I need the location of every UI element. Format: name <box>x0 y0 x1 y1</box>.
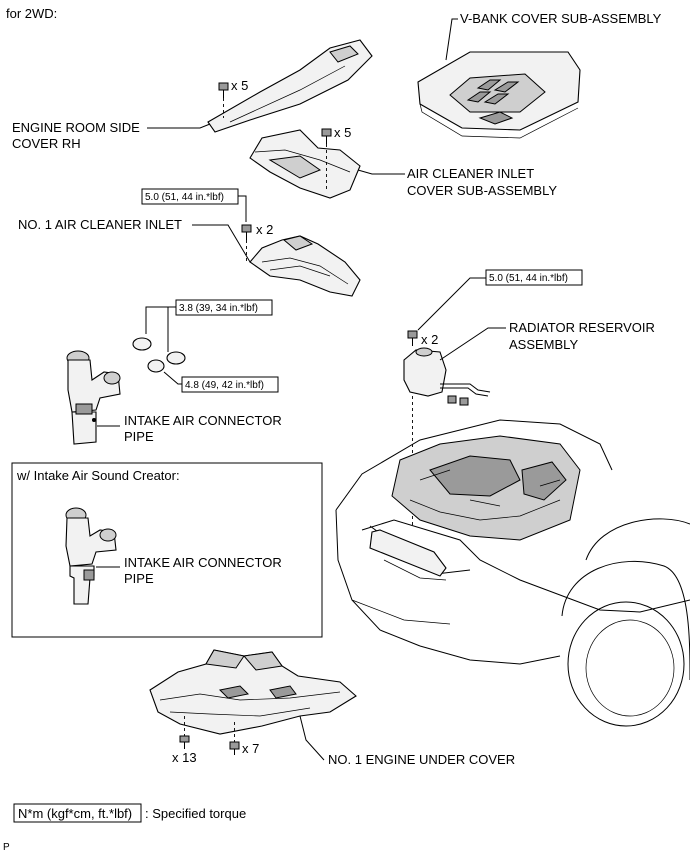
torque-clamp-lower: 4.8 (49, 42 in.*lbf) <box>185 380 264 391</box>
radiator-reservoir <box>403 347 491 406</box>
inlet-cover-label-1: AIR CLEANER INLET <box>407 166 534 181</box>
intake-air-connector-pipe-sc <box>65 507 117 605</box>
bolt-icon <box>241 224 252 240</box>
v-bank-cover <box>417 51 581 139</box>
variant-title: for 2WD: <box>6 6 57 21</box>
reservoir-label-2: ASSEMBLY <box>509 337 578 352</box>
inlet-cover-qty: x 5 <box>334 125 351 140</box>
inlet-cover-label-2: COVER SUB-ASSEMBLY <box>407 183 557 198</box>
v-bank-label: V-BANK COVER SUB-ASSEMBLY <box>460 11 662 26</box>
clamp-icon <box>147 359 165 373</box>
clamp-icon <box>132 337 152 351</box>
torque-clamp-upper: 3.8 (39, 34 in.*lbf) <box>179 303 258 314</box>
vehicle-front <box>335 419 690 727</box>
side-cover-qty: x 5 <box>231 78 248 93</box>
side-cover-label-1: ENGINE ROOM SIDE <box>12 120 140 135</box>
intake-pipe-label-2: PIPE <box>124 429 154 444</box>
under-cover-label: NO. 1 ENGINE UNDER COVER <box>328 752 515 767</box>
bolt-icon <box>218 82 229 98</box>
v-bank-leader <box>445 18 458 61</box>
inlet-qty: x 2 <box>256 222 273 237</box>
under-cover-clip-qty: x 13 <box>172 750 197 765</box>
clip-icon <box>179 735 190 749</box>
legend-unit-box <box>13 803 142 823</box>
legend-unit: N*m (kgf*cm, ft.*lbf) <box>18 806 132 821</box>
clamp-icon <box>166 351 186 365</box>
torque-reservoir: 5.0 (51, 44 in.*lbf) <box>489 273 568 284</box>
side-cover-leader <box>147 123 211 129</box>
torque-box-clamp-lower <box>181 376 279 393</box>
reservoir-leader <box>439 327 506 361</box>
inlet-cover-leader <box>357 169 405 175</box>
no1-air-cleaner-inlet <box>249 235 361 297</box>
engine-under-cover <box>149 649 357 735</box>
intake-air-connector-pipe <box>66 350 121 445</box>
legend-text: : Specified torque <box>145 806 246 821</box>
side-cover-label-2: COVER RH <box>12 136 81 151</box>
intake-pipe-sc-label-2: PIPE <box>124 571 154 586</box>
bolt-icon <box>229 741 240 755</box>
bolt-icon <box>407 330 418 346</box>
under-cover-bolt-qty: x 7 <box>242 741 259 756</box>
intake-pipe-label-1: INTAKE AIR CONNECTOR <box>124 413 282 428</box>
sound-creator-inset <box>11 462 323 638</box>
inlet-leader <box>192 224 251 263</box>
reservoir-qty: x 2 <box>421 332 438 347</box>
inlet-label: NO. 1 AIR CLEANER INLET <box>18 217 182 232</box>
air-cleaner-inlet-cover <box>249 129 361 199</box>
intake-pipe-sc-label-1: INTAKE AIR CONNECTOR <box>124 555 282 570</box>
engine-room-side-cover <box>207 39 373 133</box>
sound-creator-title: w/ Intake Air Sound Creator: <box>16 468 180 483</box>
reservoir-label-1: RADIATOR RESERVOIR <box>509 320 655 335</box>
footer-code: P <box>3 842 10 853</box>
bolt-icon <box>321 128 332 144</box>
under-cover-leader <box>299 715 325 761</box>
torque-inlet: 5.0 (51, 44 in.*lbf) <box>145 192 224 203</box>
